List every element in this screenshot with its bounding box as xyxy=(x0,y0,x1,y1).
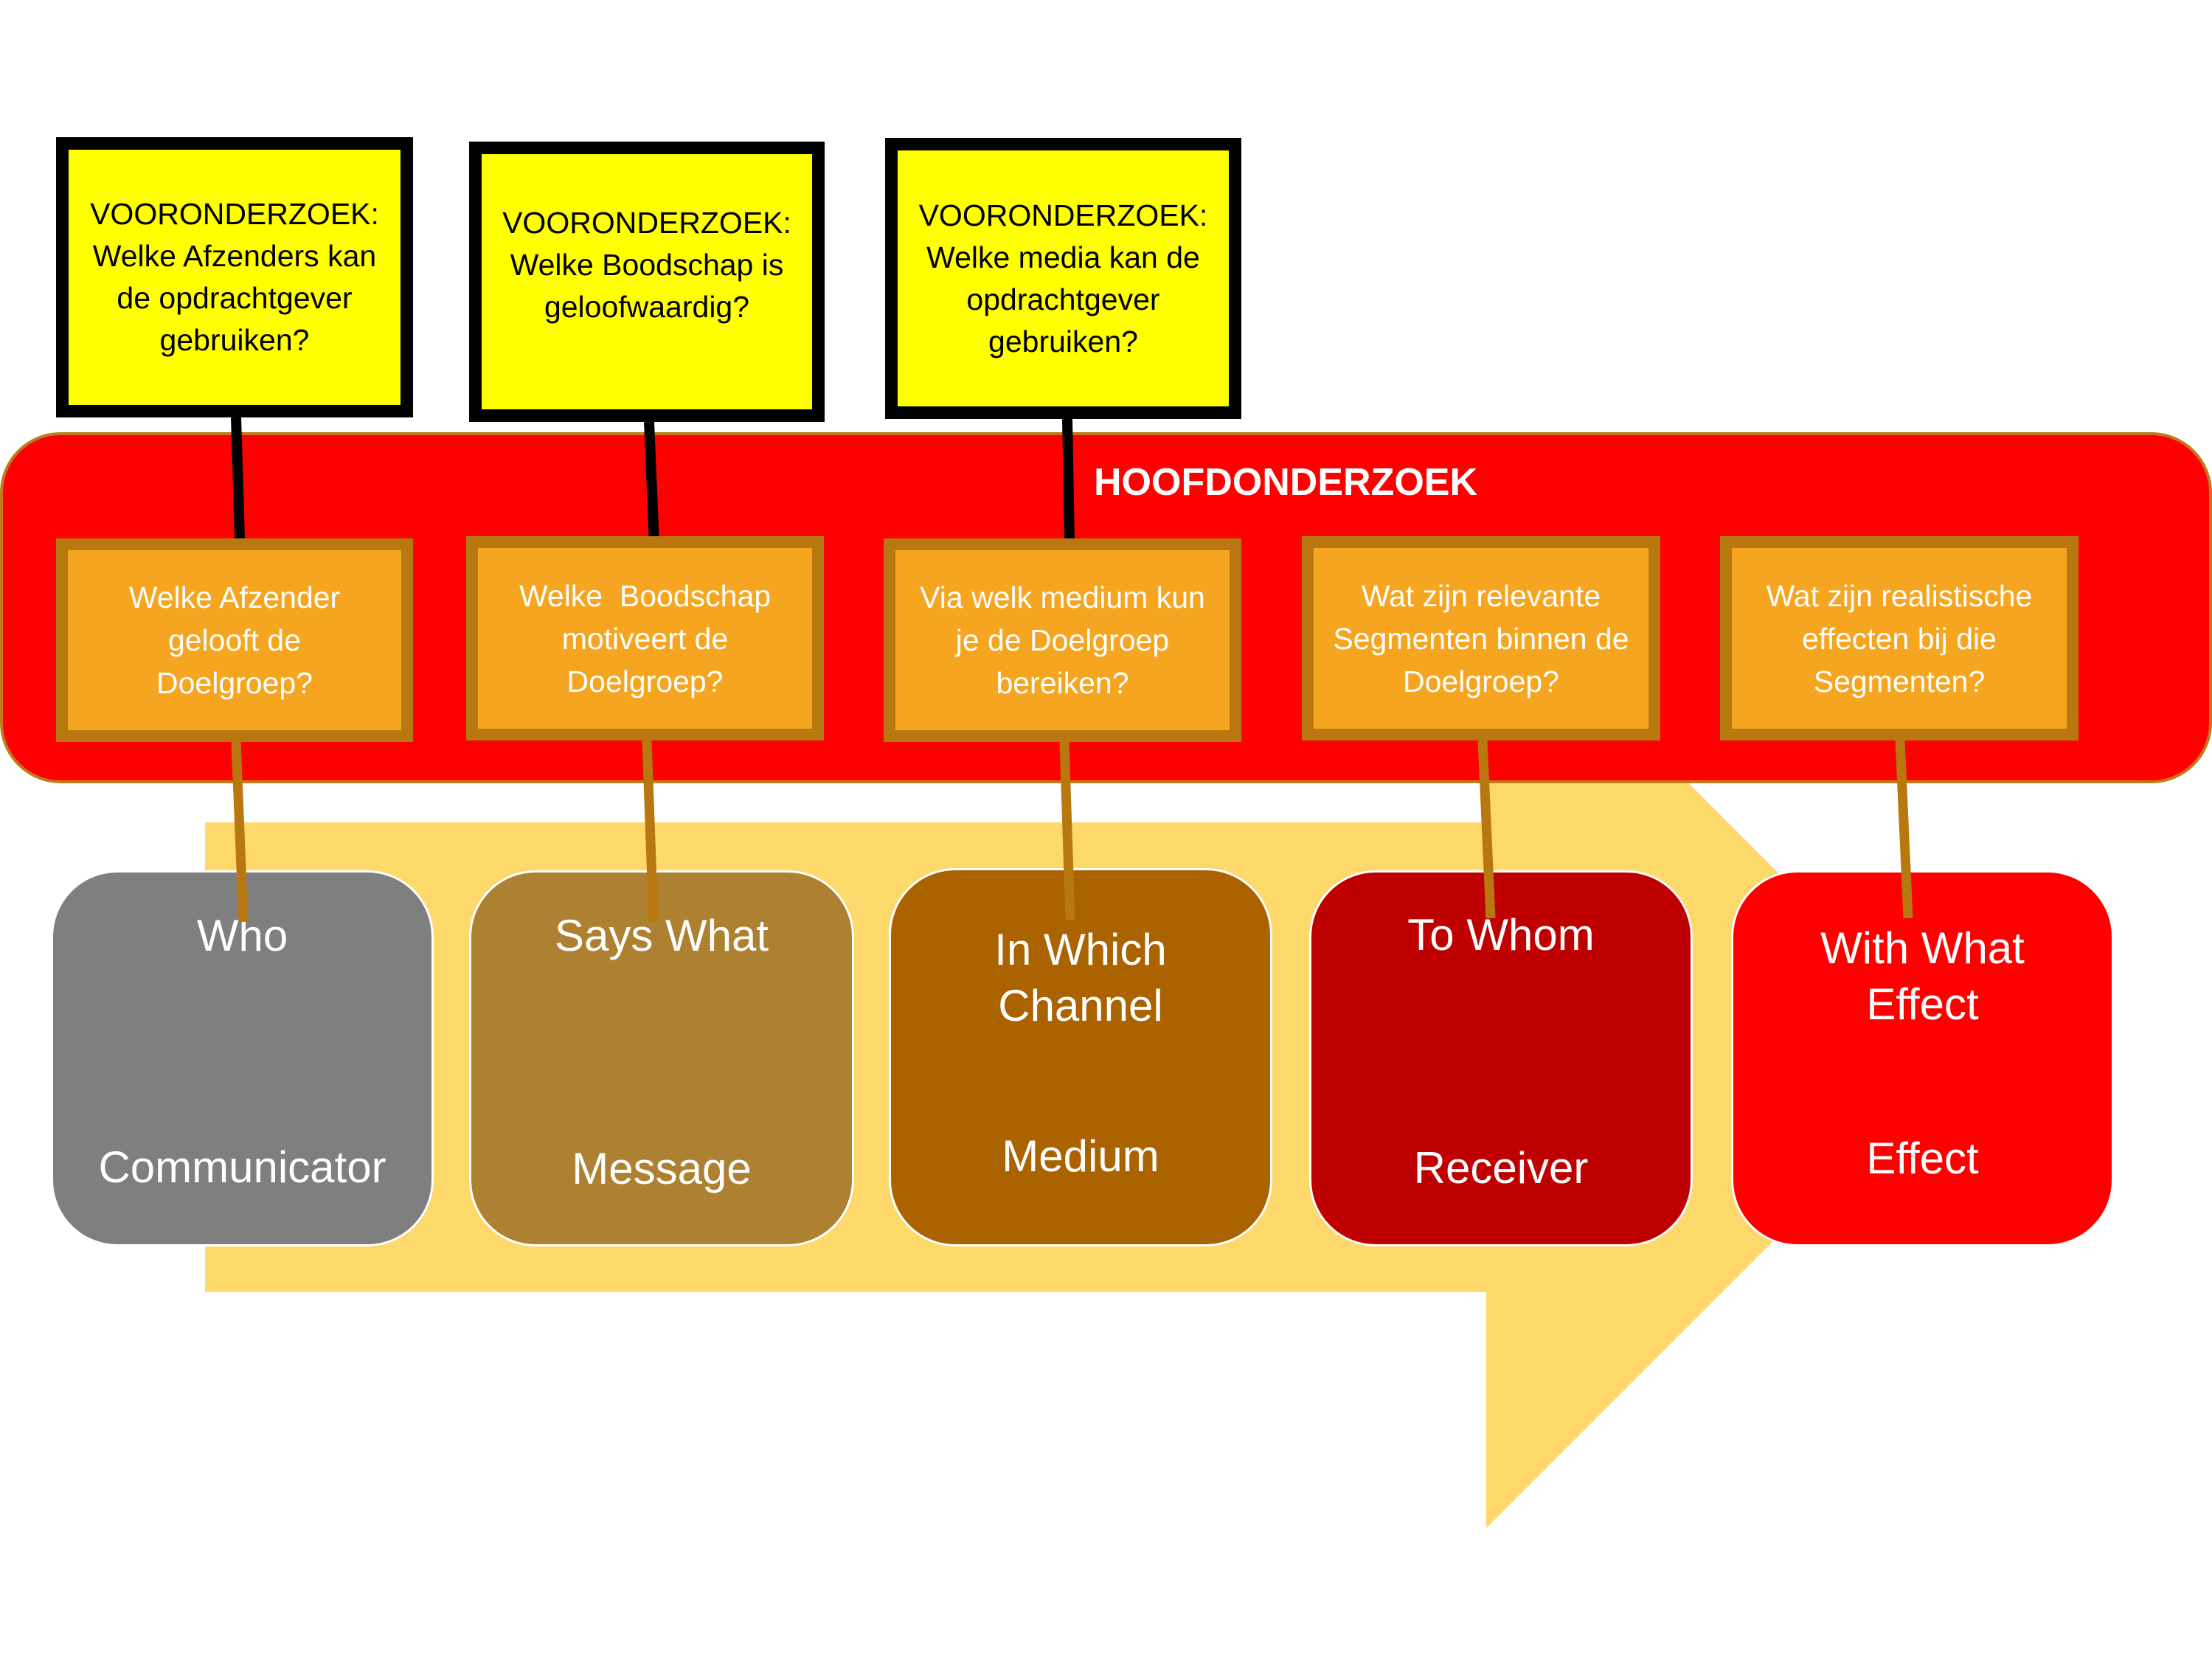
step-box-who: Who Communicator xyxy=(51,870,434,1246)
step-box-with-what-effect: With What Effect Effect xyxy=(1731,870,2114,1246)
step-box-says-what: Says What Message xyxy=(469,870,854,1246)
question-box-3: Via welk medium kun je de Doelgroep bere… xyxy=(884,538,1241,742)
step-term: Effect xyxy=(1866,1134,1979,1183)
step-question: Says What xyxy=(554,911,769,960)
step-question: To Whom xyxy=(1407,910,1595,960)
connector-brown-2 xyxy=(642,740,659,923)
pre-research-box-2: VOORONDERZOEK: Welke Boodschap is geloof… xyxy=(469,142,825,422)
step-term: Communicator xyxy=(98,1142,386,1192)
pre-research-text-2: VOORONDERZOEK: Welke Boodschap is geloof… xyxy=(502,205,791,324)
question-box-1: Welke Afzender gelooft de Doelgroep? xyxy=(56,538,413,742)
step-term: Medium xyxy=(1002,1131,1159,1181)
connector-brown-1 xyxy=(231,741,249,923)
main-research-title: HOOFDONDERZOEK xyxy=(1094,461,1477,504)
connector-brown-4 xyxy=(1477,740,1496,919)
step-box-to-whom: To Whom Receiver xyxy=(1309,870,1693,1246)
pre-research-text-3: VOORONDERZOEK: Welke media kan de opdrac… xyxy=(918,198,1208,358)
step-term: Message xyxy=(572,1144,752,1193)
step-term: Receiver xyxy=(1413,1143,1589,1193)
connector-brown-3 xyxy=(1059,741,1075,920)
connector-brown-5 xyxy=(1895,740,1913,919)
step-box-in-which-channel: In Which Channel Medium xyxy=(889,868,1272,1246)
connector-black-1 xyxy=(231,417,245,539)
connector-black-3 xyxy=(1062,418,1075,541)
step-question-line-2: Channel xyxy=(998,981,1163,1030)
question-box-5: Wat zijn realistische effecten bij die S… xyxy=(1720,536,2078,740)
connector-black-2 xyxy=(644,421,659,545)
question-box-4: Wat zijn relevante Segmenten binnen de D… xyxy=(1302,536,1660,740)
step-question-line-2: Effect xyxy=(1866,979,1979,1029)
question-box-2: Welke Boodschap motiveert de Doelgroep? xyxy=(466,536,824,740)
pre-research-box-1: VOORONDERZOEK: Welke Afzenders kan de op… xyxy=(56,137,413,417)
pre-research-text-1: VOORONDERZOEK: Welke Afzenders kan de op… xyxy=(90,197,379,357)
step-question-line-1: In Which xyxy=(994,925,1167,974)
pre-research-box-3: VOORONDERZOEK: Welke media kan de opdrac… xyxy=(885,138,1241,419)
step-question-line-1: With What xyxy=(1820,923,2025,973)
